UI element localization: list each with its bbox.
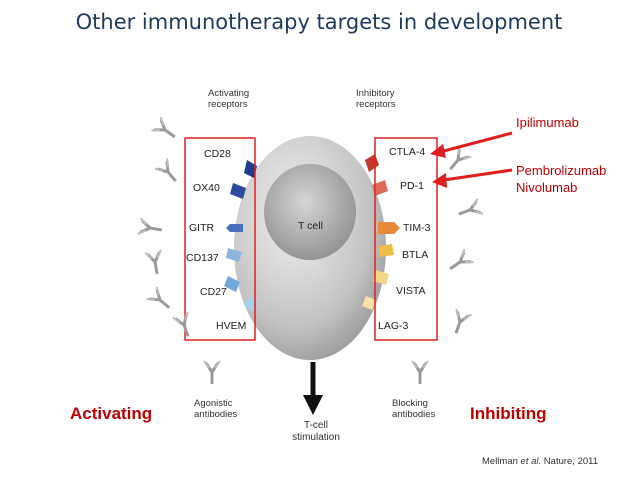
inhibiting-label: Inhibiting xyxy=(470,404,547,423)
t-cell-nucleus xyxy=(264,164,356,260)
activating-receptor-box xyxy=(184,137,256,341)
citation-author: Mellman xyxy=(482,456,521,467)
activating-header-line1: Activating xyxy=(208,88,250,99)
receptor-vista: VISTA xyxy=(396,285,426,297)
inhibitory-header-line2: receptors xyxy=(356,99,396,110)
pd1-drug-arrow xyxy=(443,168,513,182)
t-cell-label: T cell xyxy=(298,220,323,232)
ipilimumab-arrow xyxy=(439,131,513,154)
receptor-btla: BTLA xyxy=(402,249,429,261)
receptor-ox40: OX40 xyxy=(193,182,220,194)
citation: Mellman et al. Nature, 2011 xyxy=(482,456,598,467)
receptor-cd28: CD28 xyxy=(204,148,231,160)
citation-source: Nature, 2011 xyxy=(541,456,599,467)
agonistic-label-line1: Agonistic xyxy=(194,398,233,409)
inhibitory-header: Inhibitory receptors xyxy=(356,88,396,110)
activating-label: Activating xyxy=(70,404,153,423)
agonistic-antibodies-label: Agonistic antibodies xyxy=(194,398,237,420)
agonistic-label-line2: antibodies xyxy=(194,409,238,420)
drug-ipilimumab: Ipilimumab xyxy=(516,115,579,130)
receptor-cd137: CD137 xyxy=(186,252,219,264)
slide-title: Other immunotherapy targets in developme… xyxy=(75,10,563,34)
receptor-cd27: CD27 xyxy=(200,286,227,298)
drug-nivolumab: Nivolumab xyxy=(516,180,578,195)
receptor-lag3: LAG-3 xyxy=(378,320,409,332)
drug-pd1-group: Pembrolizumab Nivolumab xyxy=(516,162,606,196)
receptor-gitr: GITR xyxy=(189,222,215,234)
blocking-label-line1: Blocking xyxy=(392,398,428,409)
receptor-pd1: PD-1 xyxy=(400,180,424,192)
blocking-antibodies-label: Blocking antibodies xyxy=(392,398,435,420)
inhibitory-receptor-box xyxy=(374,137,438,341)
stimulation-label-line1: T-cell xyxy=(304,420,328,431)
receptor-hvem: HVEM xyxy=(216,320,247,332)
inhibitory-receptor-shapes xyxy=(362,154,400,310)
stimulation-label: T-cell stimulation xyxy=(286,420,346,444)
stimulation-label-line2: stimulation xyxy=(292,432,340,443)
receptor-tim3: TIM-3 xyxy=(403,222,431,234)
inhibitory-header-line1: Inhibitory xyxy=(356,88,395,99)
receptor-ctla4: CTLA-4 xyxy=(389,146,426,158)
blocking-label-line2: antibodies xyxy=(392,409,436,420)
activating-header-line2: receptors xyxy=(208,99,248,110)
activating-header: Activating receptors xyxy=(208,88,249,110)
drug-pembrolizumab: Pembrolizumab xyxy=(516,163,607,178)
citation-et-al: et al. xyxy=(520,456,542,467)
